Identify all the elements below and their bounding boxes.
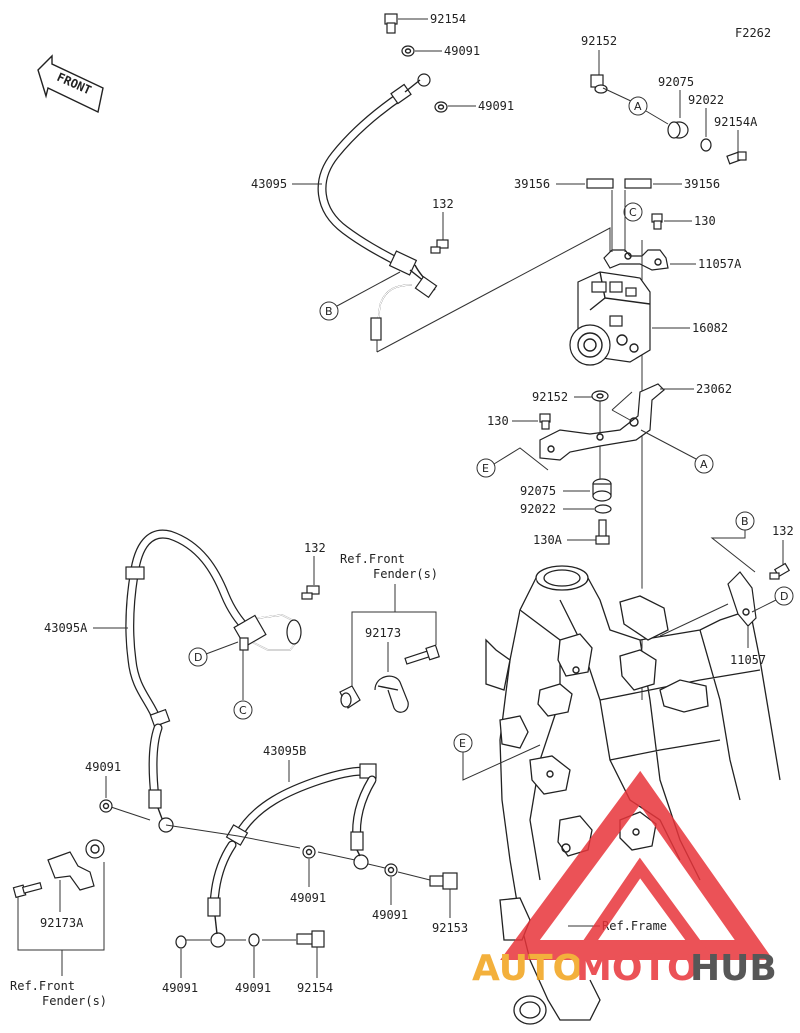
label-49091-e: 49091: [372, 908, 408, 922]
watermark-part2: MOTO: [576, 948, 698, 989]
bolt-132-a: [430, 239, 449, 254]
label-92022-mid: 92022: [520, 502, 556, 516]
callout-e-1: [476, 458, 496, 478]
washer-49091-b: [434, 101, 448, 113]
svg-text:C: C: [629, 206, 637, 219]
washer-92022-top: [700, 138, 712, 152]
label-11057A: 11057A: [698, 257, 742, 271]
grommet-92152-mid: [591, 390, 609, 402]
label-49091-c: 49091: [85, 760, 121, 774]
label-92154-bottom: 92154: [297, 981, 333, 995]
ref-fender-bot-2: Fender(s): [42, 994, 107, 1008]
label-92075-mid: 92075: [520, 484, 556, 498]
label-92154A: 92154A: [714, 115, 758, 129]
label-92022-top: 92022: [688, 93, 724, 107]
hose-43095B: [207, 763, 377, 948]
bolt-130-mid: [539, 413, 551, 430]
washer-92022-mid: [594, 504, 612, 514]
svg-text:D: D: [194, 651, 202, 664]
callout-d-2: [774, 586, 794, 606]
label-92075-top: 92075: [658, 75, 694, 89]
ref-fender-bot-1: Ref.Front: [10, 979, 75, 993]
watermark-logo: AUTO MOTO HUB: [472, 770, 777, 989]
bolt-92154-bottom: [296, 930, 325, 948]
washer-49091-f: [175, 935, 187, 949]
label-16082: 16082: [692, 321, 728, 335]
svg-text:E: E: [482, 462, 489, 475]
ref-fender-mid-1: Ref.Front: [340, 552, 405, 566]
clamp-92173A: [12, 839, 105, 899]
svg-text:C: C: [239, 704, 247, 717]
bracket-11057A: [603, 249, 669, 271]
svg-text:D: D: [780, 590, 788, 603]
bolt-92154-top: [384, 13, 428, 34]
svg-text:A: A: [700, 458, 708, 471]
ref-fender-mid-2: Fender(s): [373, 567, 438, 581]
callout-a-2: [694, 454, 714, 474]
label-130A: 130A: [533, 533, 563, 547]
svg-text:B: B: [741, 515, 749, 528]
label-92152-mid: 92152: [532, 390, 568, 404]
label-43095: 43095: [251, 177, 287, 191]
callout-b-1: [319, 301, 339, 321]
pad-39156-r: [624, 178, 652, 189]
grommet-92152-top: [590, 74, 608, 94]
label-130-mid: 130: [487, 414, 509, 428]
label-132-a: 132: [432, 197, 454, 211]
bolt-130-top: [651, 213, 663, 230]
watermark-part3: HUB: [690, 948, 777, 989]
callout-c-1: [623, 202, 643, 222]
pad-39156-l: [586, 178, 614, 189]
label-49091-b: 49091: [478, 99, 514, 113]
clamp-92173: [339, 644, 440, 713]
label-49091-d: 49091: [290, 891, 326, 905]
label-23062: 23062: [696, 382, 732, 396]
label-43095B: 43095B: [263, 744, 306, 758]
label-92173: 92173: [365, 626, 401, 640]
damper-92075-mid: [592, 478, 612, 502]
washer-49091-c: [99, 799, 113, 813]
washer-49091-e: [384, 863, 398, 877]
label-39156-r: 39156: [684, 177, 720, 191]
label-92152-top: 92152: [581, 34, 617, 48]
label-130-top: 130: [694, 214, 716, 228]
callout-a-1: [628, 96, 648, 116]
ref-frame: Ref.Frame: [602, 919, 667, 933]
label-49091-f: 49091: [162, 981, 198, 995]
frame: [485, 565, 781, 1025]
label-132-b: 132: [304, 541, 326, 555]
bolt-132-c: [769, 562, 791, 580]
svg-text:A: A: [634, 100, 642, 113]
washer-49091-d: [302, 845, 316, 859]
callout-c-2: [233, 700, 253, 720]
label-11057: 11057: [730, 653, 766, 667]
watermark-part1: AUTO: [472, 948, 583, 989]
bolt-92154A: [726, 151, 747, 165]
callout-d-1: [188, 647, 208, 667]
label-92153: 92153: [432, 921, 468, 935]
bracket-23062: [539, 383, 665, 461]
front-arrow-icon: FRONT: [37, 54, 104, 114]
bolt-132-b: [301, 585, 320, 600]
label-49091-g: 49091: [235, 981, 271, 995]
label-132-c: 132: [772, 524, 794, 538]
bolt-130A: [595, 519, 610, 545]
washer-49091-g: [248, 933, 260, 947]
hose-43095: [317, 73, 438, 341]
label-43095A: 43095A: [44, 621, 88, 635]
hose-43095A: [125, 529, 302, 833]
svg-text:B: B: [325, 305, 333, 318]
svg-text:E: E: [459, 737, 466, 750]
label-49091-a: 49091: [444, 44, 480, 58]
bolt-92153: [429, 872, 458, 890]
label-92154-top: 92154: [430, 12, 466, 26]
diagram-code: F2262: [735, 26, 771, 40]
bracket-11057: [727, 571, 757, 627]
damper-92075-top: [667, 121, 689, 139]
label-39156-l: 39156: [514, 177, 550, 191]
label-92173A: 92173A: [40, 916, 84, 930]
washer-49091-a: [401, 45, 415, 57]
abs-unit-16082: [569, 271, 651, 366]
